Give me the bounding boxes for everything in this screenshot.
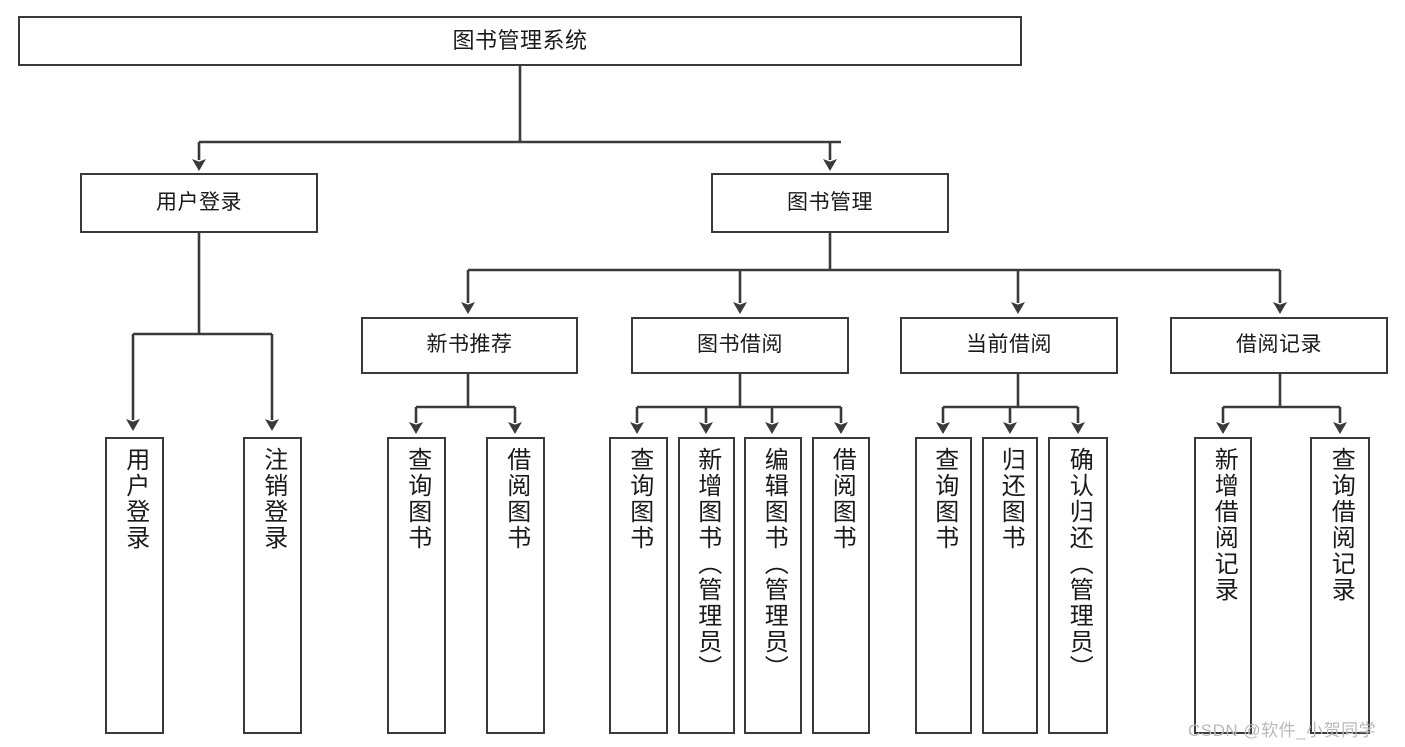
node-root-system[interactable]: 图书管理系统: [18, 16, 1022, 66]
leaf-logout-login[interactable]: 注销登录: [243, 437, 302, 734]
leaf-add-book[interactable]: 新增图书（管理员）: [678, 437, 735, 734]
node-borrow-record[interactable]: 借阅记录: [1170, 317, 1388, 374]
node-label: 新增图书（管理员）: [693, 447, 721, 681]
node-label: 用户登录: [156, 190, 242, 214]
node-label: 编辑图书（管理员）: [760, 447, 788, 681]
leaf-query-book-current[interactable]: 查询图书: [915, 437, 972, 734]
leaf-borrow-book[interactable]: 借阅图书: [812, 437, 870, 734]
leaf-confirm-return[interactable]: 确认归还（管理员）: [1048, 437, 1108, 734]
node-label: 归还图书: [997, 447, 1025, 551]
node-label: 图书管理: [787, 190, 873, 214]
leaf-query-book-recommend[interactable]: 查询图书: [387, 437, 446, 734]
node-new-book-recommend[interactable]: 新书推荐: [361, 317, 578, 374]
node-current-borrow[interactable]: 当前借阅: [900, 317, 1118, 374]
node-label: 借阅图书: [828, 447, 856, 551]
leaf-add-borrow-record[interactable]: 新增借阅记录: [1194, 437, 1252, 734]
node-label: 用户登录: [121, 447, 149, 551]
watermark: CSDN @软件_小贺同学: [1188, 721, 1377, 740]
leaf-query-borrow-record[interactable]: 查询借阅记录: [1310, 437, 1370, 734]
node-label: 新增借阅记录: [1210, 447, 1238, 603]
node-label: 注销登录: [259, 447, 287, 551]
node-label: 借阅图书: [502, 447, 530, 551]
leaf-edit-book[interactable]: 编辑图书（管理员）: [744, 437, 802, 734]
leaf-user-login[interactable]: 用户登录: [105, 437, 164, 734]
node-label: 图书管理系统: [452, 28, 588, 54]
leaf-borrow-book-recommend[interactable]: 借阅图书: [486, 437, 545, 734]
node-label: 当前借阅: [966, 333, 1052, 357]
node-label: 新书推荐: [426, 333, 513, 357]
node-label: 确认归还（管理员）: [1065, 447, 1093, 681]
node-label: 图书借阅: [697, 333, 783, 357]
node-label: 查询图书: [625, 447, 653, 551]
node-user-login[interactable]: 用户登录: [80, 173, 318, 233]
node-book-borrow[interactable]: 图书借阅: [631, 317, 849, 374]
node-book-manage[interactable]: 图书管理: [711, 173, 949, 233]
leaf-query-book-borrow[interactable]: 查询图书: [609, 437, 668, 734]
node-label: 借阅记录: [1236, 333, 1322, 357]
node-label: 查询图书: [403, 447, 431, 551]
leaf-return-book[interactable]: 归还图书: [982, 437, 1038, 734]
node-label: 查询图书: [930, 447, 958, 551]
node-label: 查询借阅记录: [1327, 447, 1355, 603]
